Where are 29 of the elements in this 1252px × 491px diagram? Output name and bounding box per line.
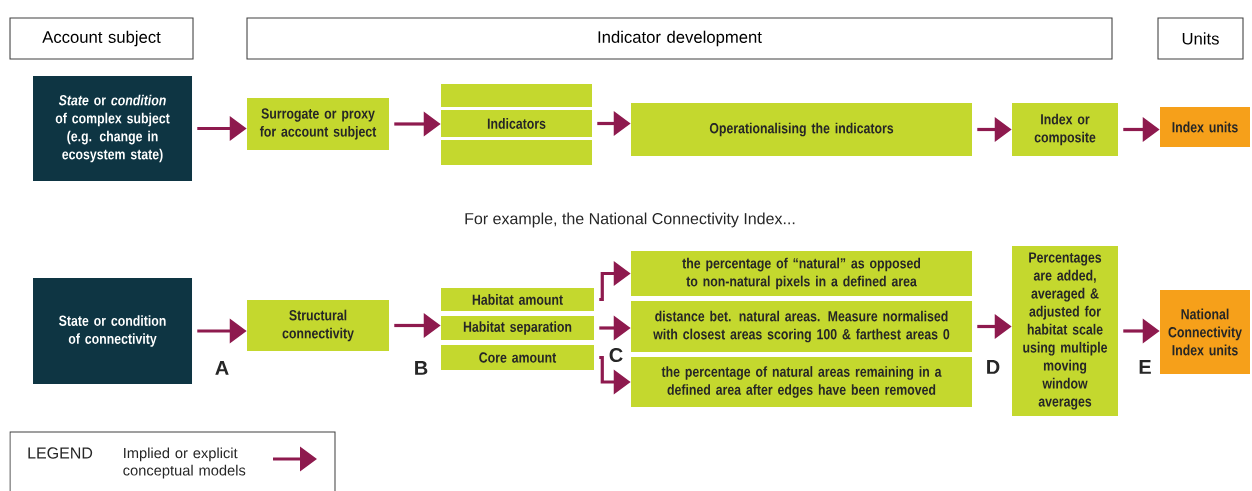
process-box: Percentages are added, averaged & adjusted for habitat scale using multiple moving window averages xyxy=(1012,246,1118,416)
process-box: Habitat separation xyxy=(441,316,594,340)
process-box: Index or composite xyxy=(1012,103,1118,156)
edge-label: D xyxy=(984,358,1002,376)
process-box: Operationalising the indicators xyxy=(631,103,972,156)
process-box xyxy=(441,140,592,165)
process-box: Structural connectivity xyxy=(247,300,389,351)
process-box: Core amount xyxy=(441,345,594,370)
process-box: Habitat amount xyxy=(441,288,594,311)
process-box: the percentage of natural areas remaining in a defined area after edges have been removed xyxy=(631,357,972,407)
header-box: Units xyxy=(1157,17,1244,60)
legend-heading: LEGEND xyxy=(28,447,93,459)
edge-label: C xyxy=(607,346,625,364)
edge-label: E xyxy=(1137,358,1153,376)
subject-box: State or condition of connectivity xyxy=(33,278,192,384)
edge-label: B xyxy=(412,359,430,377)
header-box: Indicator development xyxy=(246,17,1113,60)
note-text: For example, the National Connectivity Index... xyxy=(465,212,795,228)
edge-label: A xyxy=(213,359,231,377)
process-box: Surrogate or proxy for account subject xyxy=(247,98,389,150)
result-box: Index units xyxy=(1160,107,1250,147)
process-box: the percentage of “natural” as opposed to non-natural pixels in a defined area xyxy=(631,251,972,296)
header-box: Account subject xyxy=(9,17,194,60)
subject-box: State or condition of complex subject (e.g. change in ecosystem state) xyxy=(33,76,192,181)
process-box xyxy=(441,84,592,107)
process-box: distance bet. natural areas. Measure normalised with closest areas scoring 100 & farthest areas 0 xyxy=(631,301,972,352)
legend-text: Implied or explicit conceptual models xyxy=(123,447,246,479)
process-box: Indicators xyxy=(441,110,592,137)
result-box: National Connectivity Index units xyxy=(1160,290,1250,374)
